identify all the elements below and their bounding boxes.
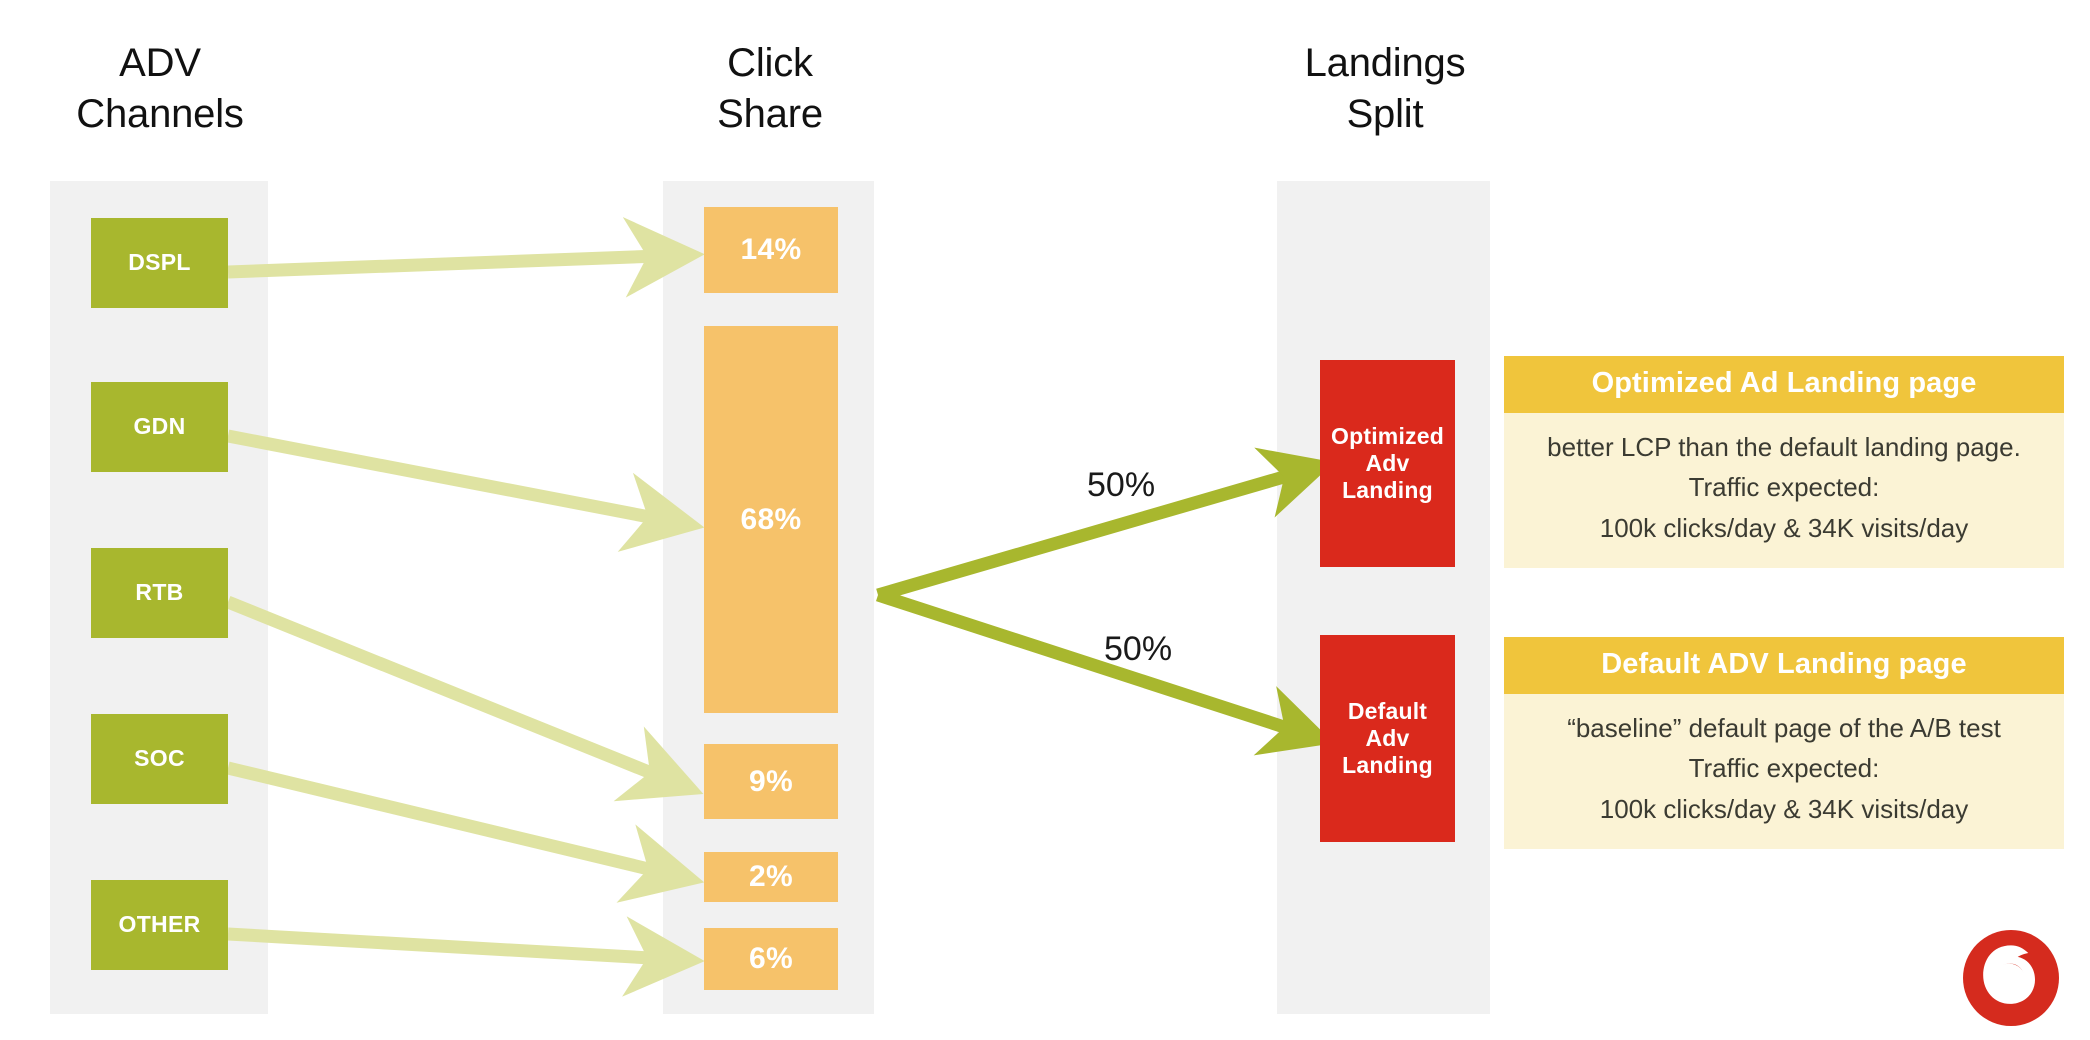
landing-label: Optimized Adv Landing xyxy=(1331,422,1444,504)
channel-label: RTB xyxy=(135,579,184,606)
info-card-line: 100k clicks/day & 34K visits/day xyxy=(1599,512,1969,543)
channel-box-gdn[interactable]: GDN xyxy=(91,382,228,472)
info-card-line: better LCP than the default landing page… xyxy=(1547,432,2021,462)
vodafone-logo xyxy=(1963,930,2059,1026)
landing-label: Default Adv Landing xyxy=(1342,697,1433,779)
vodafone-logo-icon xyxy=(1963,930,2059,1026)
info-card-line: 100k clicks/day & 34K visits/day xyxy=(1599,793,1969,824)
share-label: 2% xyxy=(749,860,793,894)
split-label-top: 50% xyxy=(1087,466,1156,504)
info-card-body: “baseline” default page of the A/B test … xyxy=(1504,694,2064,849)
split-label-bottom: 50% xyxy=(1104,630,1173,668)
channel-label: SOC xyxy=(134,745,185,772)
flow-arrow-gdn-to-68 xyxy=(226,429,705,552)
flow-arrow-dspl-to-14 xyxy=(227,217,705,298)
share-bar-14[interactable]: 14% xyxy=(704,207,838,293)
split-arrow-bottom xyxy=(875,588,1335,756)
column-title-adv-channels: ADV Channels xyxy=(76,41,244,137)
info-card-line: Traffic expected: xyxy=(1688,472,1880,503)
flow-arrow-soc-to-2 xyxy=(226,761,705,903)
share-bar-2[interactable]: 2% xyxy=(704,852,838,902)
info-card-title: Optimized Ad Landing page xyxy=(1504,356,2064,413)
share-label: 9% xyxy=(749,764,793,798)
channel-label: DSPL xyxy=(128,249,191,276)
share-label: 14% xyxy=(740,233,802,267)
landing-box-optimized[interactable]: Optimized Adv Landing xyxy=(1320,360,1455,567)
share-label: 68% xyxy=(740,502,802,536)
column-title-click-share: Click Share xyxy=(717,41,823,137)
share-bar-9[interactable]: 9% xyxy=(704,744,838,819)
info-card-body: better LCP than the default landing page… xyxy=(1504,413,2064,568)
info-card-default: Default ADV Landing page “baseline” defa… xyxy=(1504,637,2064,849)
share-label: 6% xyxy=(749,942,793,976)
channel-box-dspl[interactable]: DSPL xyxy=(91,218,228,308)
flow-arrow-other-to-6 xyxy=(227,916,705,997)
channel-box-soc[interactable]: SOC xyxy=(91,714,228,804)
share-bar-6[interactable]: 6% xyxy=(704,928,838,990)
band-landings-split xyxy=(1277,181,1490,1014)
share-bar-68[interactable]: 68% xyxy=(704,326,838,713)
info-card-title: Default ADV Landing page xyxy=(1504,637,2064,694)
channel-label: GDN xyxy=(133,413,186,440)
channel-box-other[interactable]: OTHER xyxy=(91,880,228,970)
info-card-line: “baseline” default page of the A/B test xyxy=(1567,713,2001,743)
channel-box-rtb[interactable]: RTB xyxy=(91,548,228,638)
landing-box-default[interactable]: Default Adv Landing xyxy=(1320,635,1455,842)
info-card-line: Traffic expected: xyxy=(1688,753,1880,784)
column-title-landings-split: Landings Split xyxy=(1304,41,1466,137)
info-card-optimized: Optimized Ad Landing page better LCP tha… xyxy=(1504,356,2064,568)
flow-arrow-rtb-to-9 xyxy=(225,595,704,802)
channel-label: OTHER xyxy=(118,911,201,938)
